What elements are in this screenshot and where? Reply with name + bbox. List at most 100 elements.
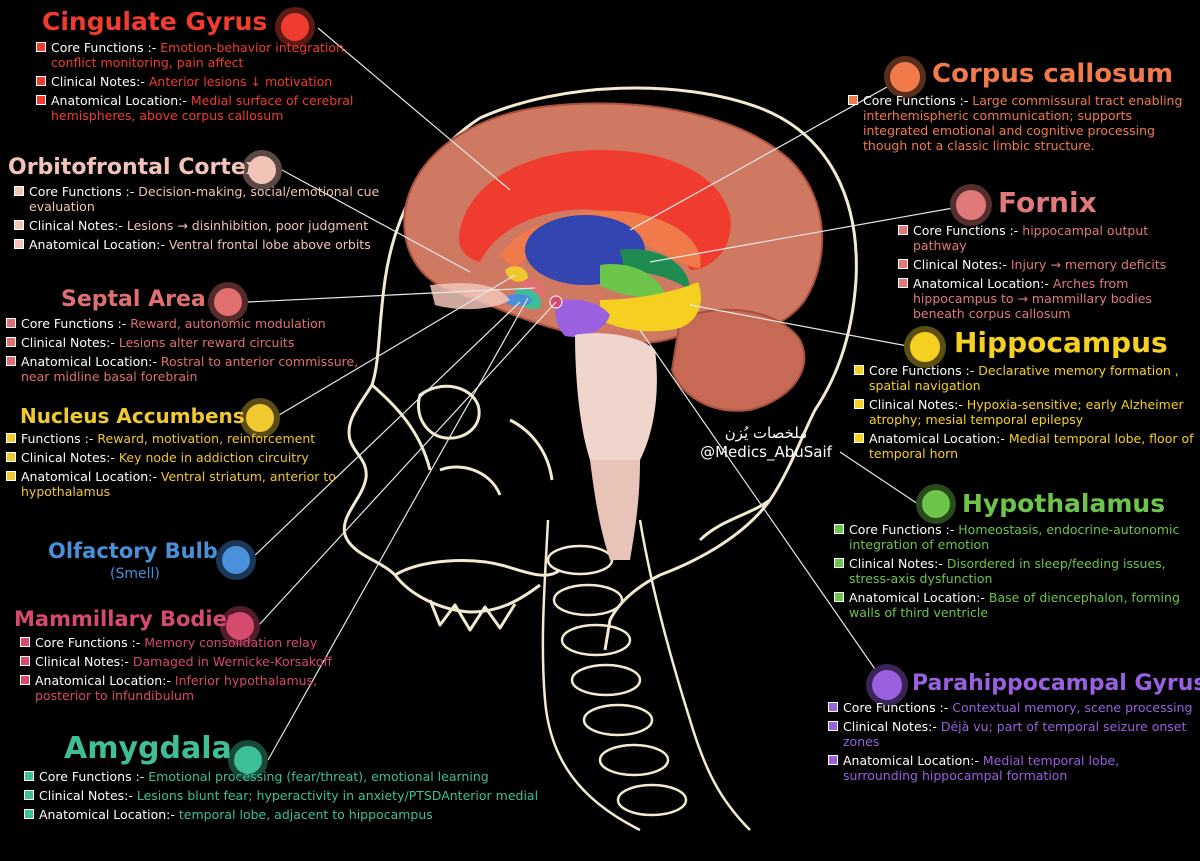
bullet-icon bbox=[854, 364, 864, 375]
row-value: Lesions alter reward circuits bbox=[118, 335, 295, 351]
row-value: Anterior lesions ↓ motivation bbox=[148, 73, 333, 89]
bullet-icon bbox=[24, 809, 34, 819]
cingulate-marker-icon bbox=[275, 7, 315, 47]
hippocampus-block: Hippocampus Core Functions :- Declarativ… bbox=[854, 326, 1194, 461]
row-value: Hypoxia-sensitive; early Alzheimer atrop… bbox=[869, 396, 1184, 427]
bullet-icon bbox=[854, 398, 864, 409]
row-value: Base of diencephalon, forming walls of t… bbox=[849, 589, 1180, 620]
bullet-icon bbox=[24, 790, 34, 800]
hypothalamus-row: Anatomical Location:- Base of diencephal… bbox=[834, 590, 1184, 620]
parahippocampal-marker-icon bbox=[866, 664, 908, 706]
accumbens-row: Anatomical Location:- Ventral striatum, … bbox=[6, 469, 336, 499]
bullet-icon bbox=[6, 452, 16, 462]
hypothalamus-marker-icon bbox=[916, 484, 956, 524]
septal-title: Septal Area bbox=[61, 287, 206, 312]
bullet-icon bbox=[898, 224, 908, 235]
row-value: Medial temporal lobe, surrounding hippoc… bbox=[843, 753, 1120, 784]
row-label: Core Functions :- bbox=[29, 184, 135, 200]
cingulate-row: Anatomical Location:- Medial surface of … bbox=[36, 93, 372, 123]
septal-block: Septal Area Core Functions :- Reward, au… bbox=[6, 287, 376, 385]
orbitofrontal-row: Clinical Notes:- Lesions → disinhibition… bbox=[14, 218, 388, 233]
row-value: Rostral to anterior commissure, near mid… bbox=[21, 354, 359, 385]
orbitofrontal-marker-icon bbox=[242, 150, 282, 190]
amygdala-row: Core Functions :- Emotional processing (… bbox=[24, 769, 584, 784]
fornix-row: Core Functions :- hippocampal output pat… bbox=[898, 223, 1198, 253]
row-value: Disordered in sleep/feeding issues, stre… bbox=[849, 555, 1166, 586]
callosum-row: Core Functions :- Large commissural trac… bbox=[848, 93, 1194, 153]
row-label: Anatomical Location:- bbox=[849, 589, 985, 605]
row-label: Core Functions :- bbox=[21, 316, 127, 332]
row-value: Ventral frontal lobe above orbits bbox=[168, 237, 371, 253]
bullet-icon bbox=[828, 721, 838, 732]
bullet-icon bbox=[24, 771, 34, 781]
bullet-icon bbox=[14, 220, 24, 231]
row-label: Clinical Notes:- bbox=[21, 335, 115, 351]
row-label: Clinical Notes:- bbox=[21, 450, 115, 465]
bullet-icon bbox=[898, 258, 908, 269]
row-label: Anatomical Location:- bbox=[843, 753, 979, 769]
mammillary-row: Core Functions :- Memory consolidation r… bbox=[20, 635, 354, 650]
bullet-icon bbox=[6, 337, 16, 348]
bullet-icon bbox=[36, 75, 46, 86]
bullet-icon bbox=[20, 637, 30, 648]
fornix-row: Anatomical Location:- Arches from hippoc… bbox=[898, 276, 1198, 321]
row-label: Clinical Notes:- bbox=[51, 73, 145, 89]
parahippocampal-row: Core Functions :- Contextual memory, sce… bbox=[828, 700, 1194, 715]
septal-row: Clinical Notes:- Lesions alter reward ci… bbox=[6, 335, 376, 350]
bullet-icon bbox=[6, 433, 16, 443]
mammillary-row: Anatomical Location:- Inferior hypothala… bbox=[20, 673, 354, 703]
bullet-icon bbox=[6, 356, 16, 367]
bullet-icon bbox=[14, 186, 24, 197]
fornix-row: Clinical Notes:- Injury → memory deficit… bbox=[898, 257, 1198, 272]
orbitofrontal-row: Core Functions :- Decision-making, socia… bbox=[14, 184, 388, 214]
olfactory-block: Olfactory Bulb (Smell) bbox=[48, 539, 218, 583]
row-label: Anatomical Location:- bbox=[21, 354, 157, 370]
cingulate-row: Clinical Notes:- Anterior lesions ↓ moti… bbox=[36, 74, 372, 89]
mammillary-marker-icon bbox=[220, 606, 260, 646]
bullet-icon bbox=[20, 656, 30, 667]
cingulate-row: Core Functions :- Emotion-behavior integ… bbox=[36, 40, 372, 70]
cerebellum bbox=[670, 308, 806, 412]
row-value: Declarative memory formation , spatial n… bbox=[869, 362, 1179, 393]
hypothalamus-block: Hypothalamus Core Functions :- Homeostas… bbox=[834, 490, 1184, 620]
bullet-icon bbox=[36, 41, 46, 52]
watermark-arabic: ملخصات يُزن bbox=[724, 424, 808, 442]
row-label: Anatomical Location:- bbox=[51, 92, 187, 108]
bullet-icon bbox=[828, 702, 838, 713]
bullet-icon bbox=[834, 557, 844, 568]
hippocampus-title: Hippocampus bbox=[954, 326, 1168, 359]
olfactory-subtitle: (Smell) bbox=[110, 566, 160, 583]
row-value: Medial surface of cerebral hemispheres, … bbox=[51, 92, 354, 123]
parahippocampal-row: Anatomical Location:- Medial temporal lo… bbox=[828, 753, 1194, 783]
bullet-icon bbox=[848, 94, 858, 105]
hypothalamus-row: Clinical Notes:- Disordered in sleep/fee… bbox=[834, 556, 1184, 586]
row-value: Contextual memory, scene processing bbox=[952, 700, 1193, 716]
bullet-icon bbox=[854, 432, 864, 443]
watermark: ملخصات يُزن @Medics_AbuSaif bbox=[676, 424, 856, 462]
hippocampus-row: Clinical Notes:- Hypoxia-sensitive; earl… bbox=[854, 397, 1194, 427]
parahippocampal-row: Clinical Notes:- Déjà vu; part of tempor… bbox=[828, 719, 1194, 749]
orbitofrontal-block: Orbitofrontal Cortex Core Functions :- D… bbox=[8, 155, 388, 253]
hippocampus-marker-icon bbox=[904, 326, 946, 368]
fornix-title: Fornix bbox=[998, 186, 1097, 219]
brainstem bbox=[575, 333, 657, 468]
row-value: Medial temporal lobe, floor of temporal … bbox=[869, 430, 1194, 461]
row-value: Memory consolidation relay bbox=[144, 635, 318, 651]
accumbens-block: Nucleus Accumbens Functions :- Reward, m… bbox=[6, 405, 336, 499]
cingulate-block: Cingulate Gyrus Core Functions :- Emotio… bbox=[12, 8, 372, 123]
orbitofrontal-title: Orbitofrontal Cortex bbox=[8, 155, 260, 180]
accumbens-marker-icon bbox=[240, 398, 280, 438]
row-label: Core Functions :- bbox=[35, 635, 141, 651]
bullet-icon bbox=[20, 675, 30, 686]
olfactory-title: Olfactory Bulb bbox=[48, 539, 218, 563]
row-value: Homeostasis, endocrine-autonomic integra… bbox=[849, 521, 1180, 552]
row-value: temporal lobe, adjacent to hippocampus bbox=[178, 807, 433, 822]
fornix-block: Fornix Core Functions :- hippocampal out… bbox=[898, 186, 1198, 321]
row-value: Lesions blunt fear; hyperactivity in anx… bbox=[136, 788, 539, 803]
row-label: Clinical Notes:- bbox=[843, 719, 937, 735]
hypothalamus-row: Core Functions :- Homeostasis, endocrine… bbox=[834, 522, 1184, 552]
row-value: Damaged in Wernicke-Korsakoff bbox=[132, 654, 332, 670]
row-label: Clinical Notes:- bbox=[39, 788, 133, 803]
septal-row: Core Functions :- Reward, autonomic modu… bbox=[6, 316, 376, 331]
amygdala-row: Anatomical Location:- temporal lobe, adj… bbox=[24, 807, 584, 822]
